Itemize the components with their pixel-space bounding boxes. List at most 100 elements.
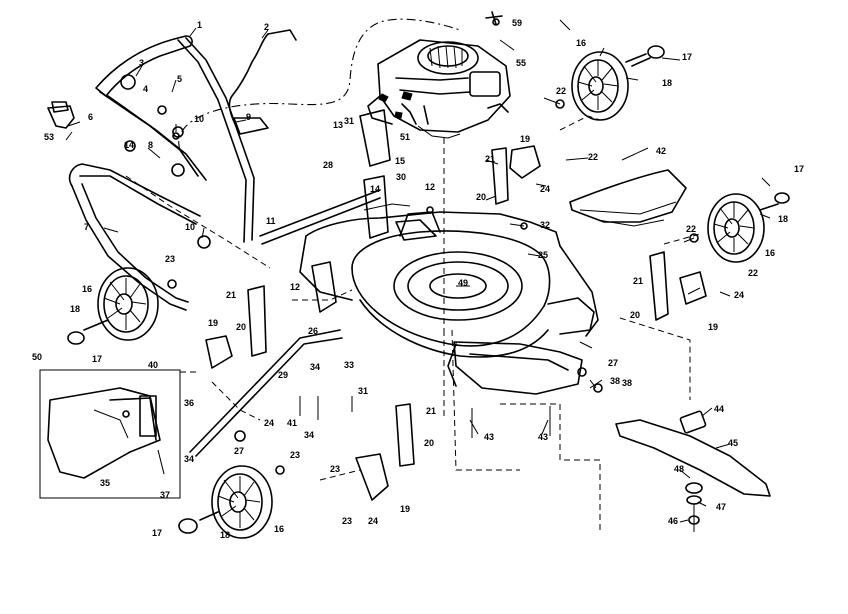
callout-18: 18 (70, 304, 80, 314)
callout-24: 24 (264, 418, 274, 428)
callout-18: 18 (220, 530, 230, 540)
callout-17: 17 (92, 354, 102, 364)
callout-19: 19 (208, 318, 218, 328)
callout-42: 42 (656, 146, 666, 156)
callout-22: 22 (556, 86, 566, 96)
callout-13: 13 (333, 120, 343, 130)
callout-46: 46 (668, 516, 678, 526)
mower-deck (299, 203, 599, 358)
callout-17: 17 (152, 528, 162, 538)
callout-12: 12 (290, 282, 300, 292)
callout-16: 16 (82, 284, 92, 294)
callout-37: 37 (160, 490, 170, 500)
callout-7: 7 (84, 222, 89, 232)
callout-20: 20 (236, 322, 246, 332)
callout-3: 3 (139, 58, 144, 68)
callout-23: 23 (290, 450, 300, 460)
blade-assembly (615, 410, 771, 532)
callout-30: 30 (396, 172, 406, 182)
callout-41: 41 (287, 418, 297, 428)
callout-29: 29 (278, 370, 288, 380)
callout-27: 27 (234, 446, 244, 456)
callout-23: 23 (330, 464, 340, 474)
callout-24: 24 (540, 184, 550, 194)
callout-22: 22 (588, 152, 598, 162)
callout-19: 19 (400, 504, 410, 514)
callout-19: 19 (708, 322, 718, 332)
axle-rods (189, 189, 381, 457)
callout-10: 10 (194, 114, 204, 124)
callout-leaders (65, 19, 771, 523)
callout-34: 34 (184, 454, 194, 464)
wheel-rear-right (211, 465, 273, 539)
callout-6: 6 (88, 112, 93, 122)
callout-11: 11 (266, 216, 276, 226)
callout-21: 21 (426, 406, 436, 416)
callout-24: 24 (368, 516, 378, 526)
callout-55: 55 (516, 58, 526, 68)
callout-32: 32 (540, 220, 550, 230)
callout-20: 20 (424, 438, 434, 448)
bail-dashed-path (178, 18, 461, 151)
spark-plug (485, 11, 503, 26)
callout-43: 43 (538, 432, 548, 442)
callout-51: 51 (400, 132, 410, 142)
callout-22: 22 (748, 268, 758, 278)
callout-44: 44 (714, 404, 724, 414)
callout-14: 14 (124, 140, 134, 150)
callout-34: 34 (310, 362, 320, 372)
callout-28: 28 (323, 160, 333, 170)
callout-22: 22 (686, 224, 696, 234)
callout-34: 34 (304, 430, 314, 440)
assembly-leaders (180, 115, 701, 530)
callout-17: 17 (682, 52, 692, 62)
callout-16: 16 (765, 248, 775, 258)
wheel-bolts (67, 45, 790, 534)
callout-27: 27 (608, 358, 618, 368)
callout-50: 50 (32, 352, 42, 362)
callout-48: 48 (674, 464, 684, 474)
callout-15: 15 (395, 156, 405, 166)
callout-23: 23 (342, 516, 352, 526)
wheel-front-right (707, 193, 765, 263)
handle-knobs (47, 74, 269, 249)
callout-40: 40 (148, 360, 158, 370)
callout-31: 31 (344, 116, 354, 126)
callout-5: 5 (177, 74, 182, 84)
callout-20: 20 (630, 310, 640, 320)
engine (367, 39, 511, 139)
callout-38: 38 (622, 378, 632, 388)
callout-53: 53 (44, 132, 54, 142)
callout-17: 17 (794, 164, 804, 174)
wheel-front-left (571, 51, 629, 121)
rear-baffle (447, 341, 583, 395)
callout-9: 9 (246, 112, 251, 122)
callout-24: 24 (734, 290, 744, 300)
callout-38: 38 (610, 376, 620, 386)
callout-12: 12 (425, 182, 435, 192)
callout-1: 1 (197, 20, 202, 30)
callout-23: 23 (165, 254, 175, 264)
callout-43: 43 (484, 432, 494, 442)
callout-49: 49 (458, 278, 468, 288)
callout-21: 21 (633, 276, 643, 286)
callout-59: 59 (512, 18, 522, 28)
callout-26: 26 (308, 326, 318, 336)
control-cable (228, 29, 297, 127)
height-adjusters (205, 109, 707, 501)
callout-21: 21 (226, 290, 236, 300)
callout-45: 45 (728, 438, 738, 448)
front-shield (569, 169, 687, 227)
lower-handle (68, 163, 201, 311)
callout-10: 10 (185, 222, 195, 232)
shaft-hardware (234, 206, 603, 442)
callout-20: 20 (476, 192, 486, 202)
callout-47: 47 (716, 502, 726, 512)
callout-36: 36 (184, 398, 194, 408)
callout-19: 19 (520, 134, 530, 144)
callout-21: 21 (485, 154, 495, 164)
callout-18: 18 (662, 78, 672, 88)
